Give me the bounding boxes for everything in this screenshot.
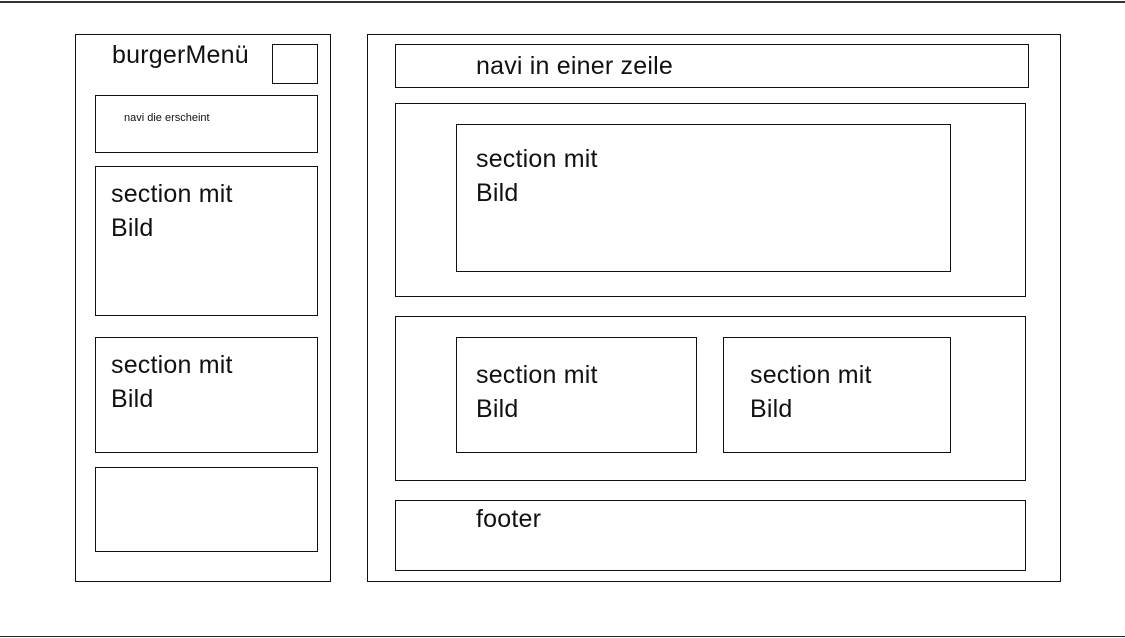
bottom-border-line	[0, 636, 1125, 637]
mobile-section-1	[95, 166, 318, 316]
desktop-hero-section	[456, 124, 951, 272]
mobile-section-1-label: section mit Bild	[111, 180, 233, 242]
desktop-footer	[395, 500, 1026, 571]
mobile-empty-box	[95, 467, 318, 552]
burger-menu-icon[interactable]	[272, 44, 318, 84]
desktop-nav-box	[395, 44, 1029, 88]
mobile-nav-box	[95, 95, 318, 153]
desktop-footer-label: footer	[476, 505, 542, 533]
desktop-nav-label: navi in einer zeile	[476, 52, 673, 80]
mobile-section-2-label: section mit Bild	[111, 351, 233, 413]
desktop-row-section-1	[456, 337, 697, 453]
desktop-row-section-1-label: section mit Bild	[476, 361, 598, 423]
mobile-nav-label: navi die erscheint	[124, 112, 210, 124]
mobile-section-2	[95, 337, 318, 453]
desktop-row-section-2-label: section mit Bild	[750, 361, 872, 423]
desktop-row-section-2	[723, 337, 951, 453]
burger-menu-title: burgerMenü	[112, 41, 249, 69]
desktop-hero-section-label: section mit Bild	[476, 145, 598, 207]
top-border-line	[0, 1, 1125, 3]
